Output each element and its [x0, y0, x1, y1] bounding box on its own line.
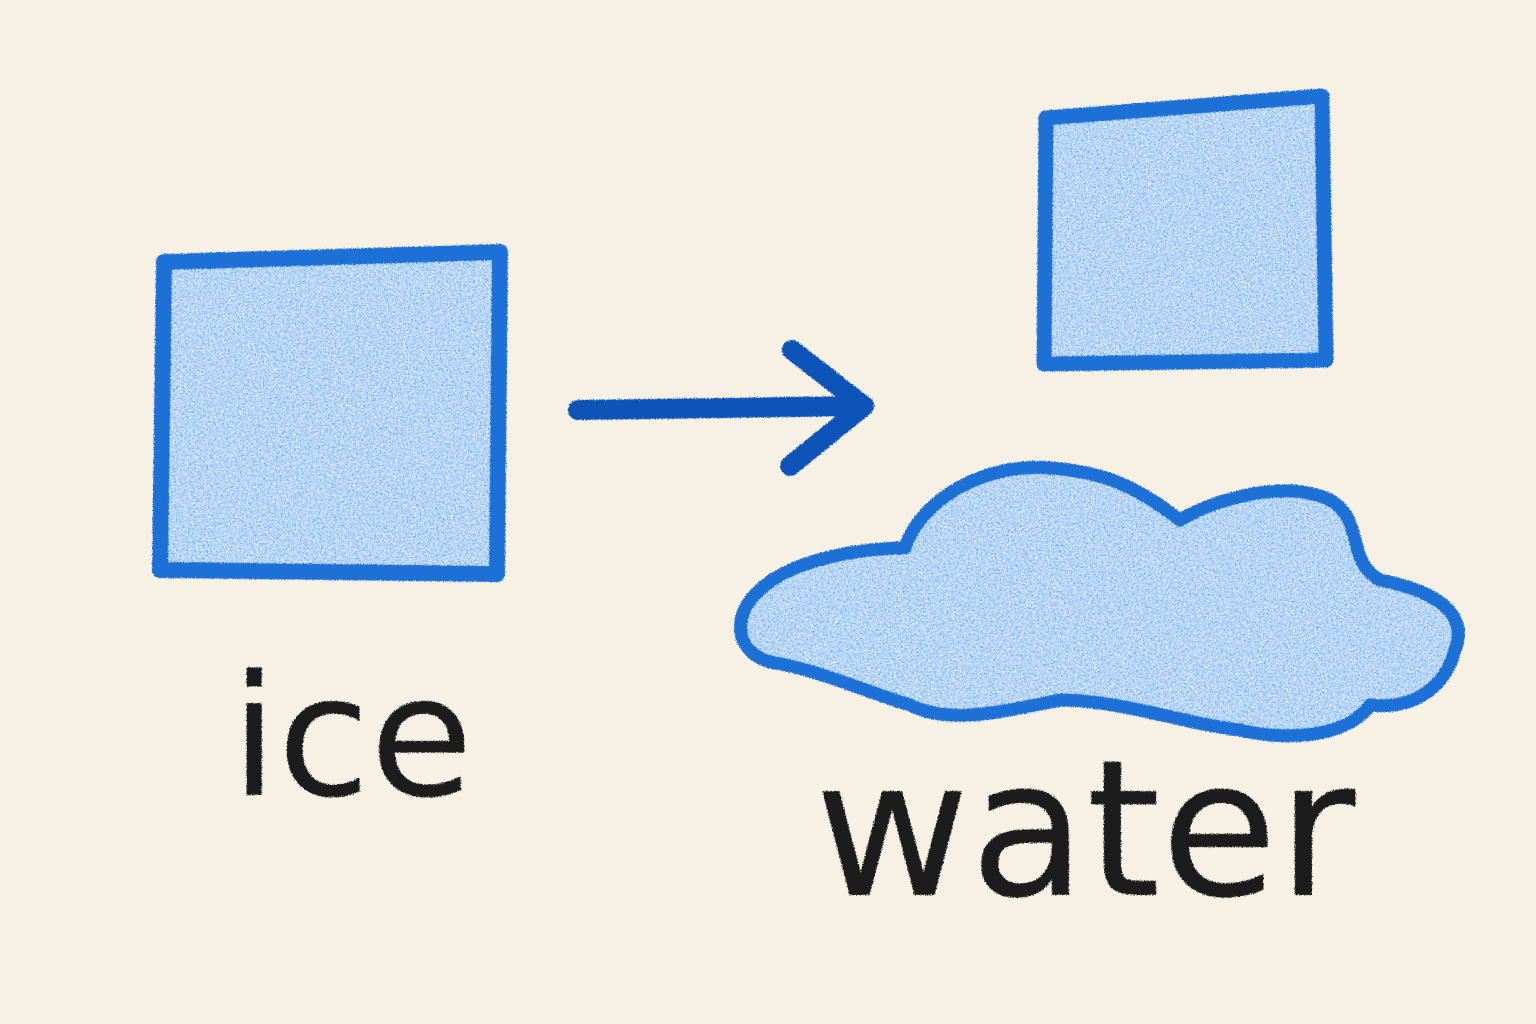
water-label: water [814, 719, 1356, 940]
right-arrow-icon [568, 340, 874, 476]
ice-cube-icon [152, 244, 508, 582]
ice-cube-icon [1036, 88, 1334, 372]
ice-label: ice [231, 639, 473, 835]
water-puddle-icon [734, 460, 1465, 743]
